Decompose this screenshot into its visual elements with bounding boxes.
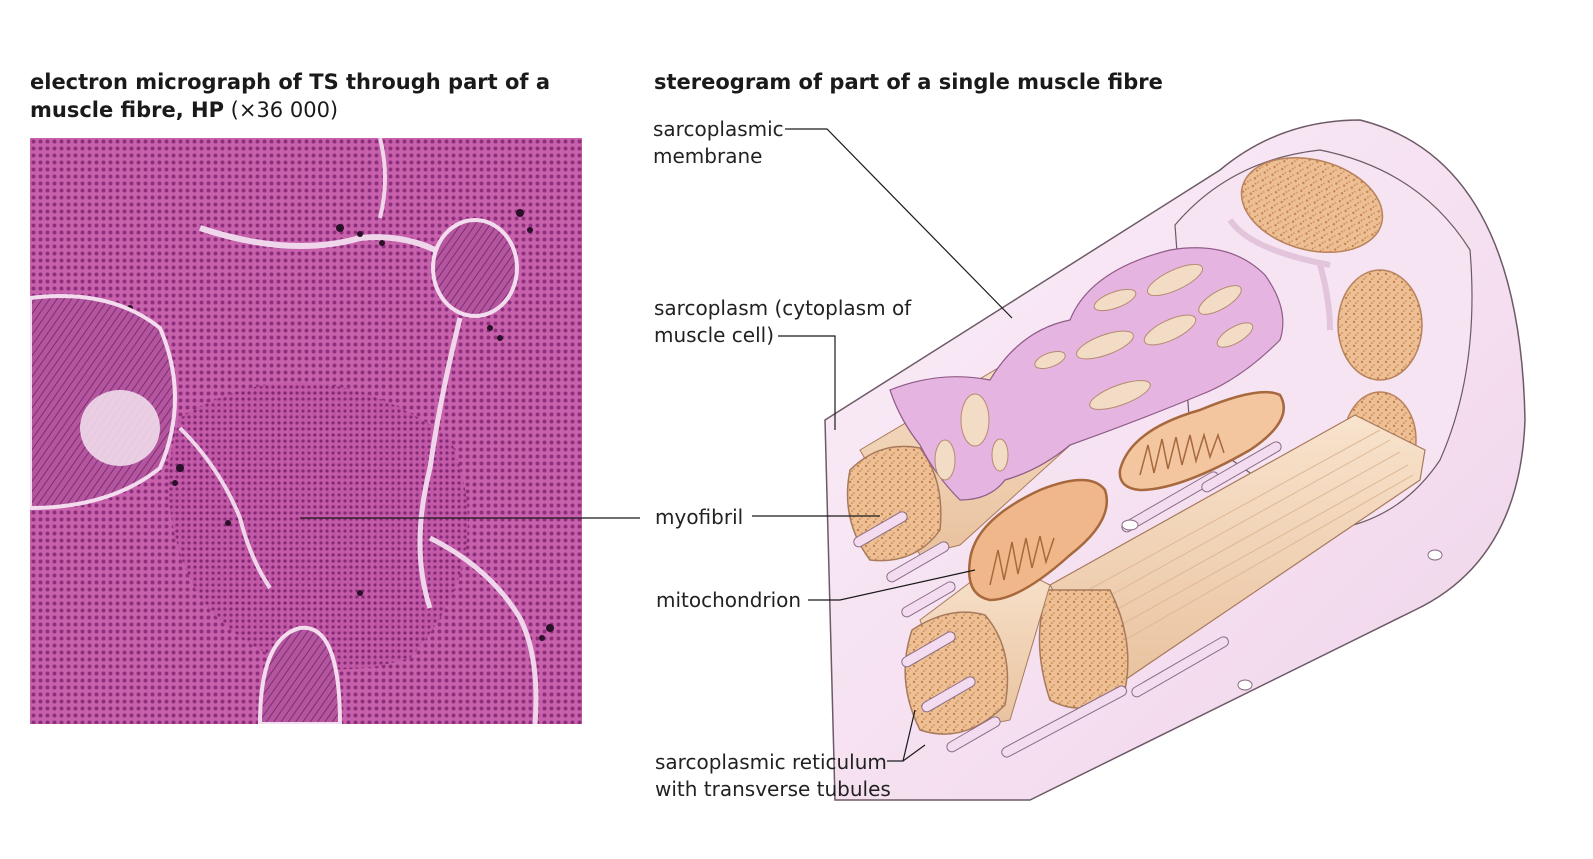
label-line: sarcoplasmic [653,116,784,143]
label-line: sarcoplasm (cytoplasm of [654,295,911,322]
label-line: muscle cell) [654,322,911,349]
label-sarcoplasmic-membrane: sarcoplasmic membrane [653,116,784,170]
label-line: membrane [653,143,784,170]
myofibril-section [1338,270,1422,380]
label-sarcoplasmic-reticulum: sarcoplasmic reticulum with transverse t… [655,749,891,803]
label-line: with transverse tubules [655,776,891,803]
label-myofibril: myofibril [655,504,743,531]
label-line: sarcoplasmic reticulum [655,749,891,776]
label-sarcoplasm: sarcoplasm (cytoplasm of muscle cell) [654,295,911,349]
label-mitochondrion: mitochondrion [656,587,801,614]
